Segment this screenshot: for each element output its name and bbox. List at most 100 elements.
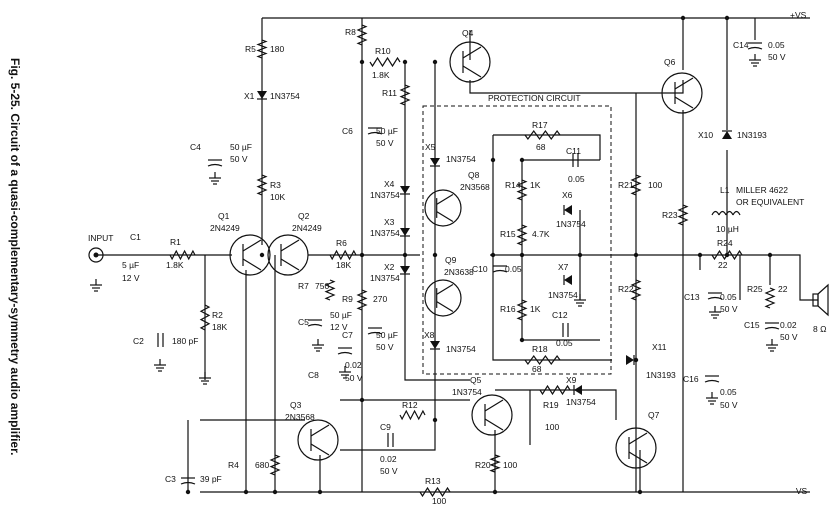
capacitor-value-c10: 0.05 (505, 264, 522, 274)
transistor-lead (310, 424, 330, 437)
resistor-ref-r9: R9 (342, 294, 353, 304)
junction-dot (402, 252, 408, 258)
resistor-body (489, 454, 501, 473)
transistor-body (615, 427, 657, 469)
diode (573, 385, 582, 395)
resistor-ref-r17: R17 (532, 120, 548, 130)
wire (492, 135, 612, 361)
transistor-lead (310, 443, 330, 456)
wire (495, 389, 617, 420)
inductor-coil (732, 210, 741, 216)
resistor-body (677, 204, 689, 226)
diode-body (430, 158, 440, 166)
transistor-lead (484, 399, 504, 412)
diode (563, 205, 572, 215)
ground-symbol (199, 372, 211, 385)
transistor (449, 41, 491, 83)
resistor-value-r10: 1.8K (372, 70, 390, 80)
transistor (471, 394, 513, 436)
resistor-body (256, 39, 268, 59)
resistor-ref-r16: R16 (500, 304, 516, 314)
cap-plate (747, 46, 763, 50)
diode-body (400, 266, 410, 274)
capacitor-voltage-c14: 50 V (768, 52, 786, 62)
capacitor-voltage-c8: 50 V (345, 373, 363, 383)
capacitor (704, 375, 720, 383)
junction-dot (185, 489, 191, 495)
resistor-ref-r10: R10 (375, 46, 391, 56)
capacitor (367, 327, 383, 335)
diode-part-x11: 1N3193 (646, 370, 676, 380)
junction-dot (317, 489, 323, 495)
resistor (516, 179, 528, 201)
junction-dot (359, 59, 365, 65)
transistor-part-q1: 2N4249 (210, 223, 240, 233)
input-jack (88, 247, 104, 263)
diode-ref-x10: X10 (698, 130, 713, 140)
capacitor-ref-c1: C1 (130, 232, 141, 242)
transistor-lead (462, 65, 482, 78)
resistor-value-r16: 1K (530, 304, 541, 314)
resistor (539, 384, 571, 396)
transistor (615, 427, 657, 469)
ground-symbol (312, 339, 324, 352)
ground-symbol (209, 172, 221, 185)
transistor-ref-q7: Q7 (648, 410, 660, 420)
transistor-lead (280, 258, 300, 271)
resistor (524, 129, 561, 141)
resistor (329, 249, 357, 261)
diode-body (574, 385, 582, 395)
junction-dot (243, 489, 249, 495)
inductor-coil (711, 210, 720, 216)
junction-dot (359, 397, 365, 403)
wires (96, 15, 818, 495)
capacitor-value-c5: 50 µF (330, 310, 352, 320)
diode-part-x8: 1N3754 (446, 344, 476, 354)
resistor-body (356, 24, 368, 46)
resistor (169, 249, 196, 261)
capacitor-ref-c13: C13 (684, 292, 700, 302)
capacitor-value-c7: 50 µF (376, 330, 398, 340)
resistor-ref-r3: R3 (270, 180, 281, 190)
resistor (516, 299, 528, 321)
resistor-ref-r19: R19 (543, 400, 559, 410)
diode-part-x1: 1N3754 (270, 91, 300, 101)
resistor (677, 204, 689, 226)
ground-symbol (154, 359, 166, 372)
resistor (256, 174, 268, 196)
transistor-part-q5: 1N3754 (452, 387, 482, 397)
wire (493, 134, 601, 160)
capacitor-voltage-c4: 50 V (230, 154, 248, 164)
inductor-coil (725, 210, 734, 216)
capacitor-voltage-c15: 50 V (780, 332, 798, 342)
resistor (356, 289, 368, 311)
resistor-body (524, 129, 561, 141)
transistor (424, 189, 462, 227)
transistor-ref-q5: Q5 (470, 375, 482, 385)
junction-dot (359, 252, 365, 258)
diode-part-x9: 1N3754 (566, 397, 596, 407)
cap-plate (704, 379, 720, 383)
transistor-body (471, 394, 513, 436)
capacitor-value-c1: 5 µF (122, 260, 139, 270)
capacitor (747, 42, 763, 50)
capacitor-ref-c9: C9 (380, 422, 391, 432)
resistor (269, 454, 281, 476)
transistor-body (449, 41, 491, 83)
resistor-body (329, 249, 357, 261)
diode-body (430, 341, 440, 349)
diode (722, 130, 732, 139)
capacitor-value-c12: 0.05 (556, 338, 573, 348)
resistor-value-r24: 22 (718, 260, 728, 270)
capacitor-value-c6: 50 µF (376, 126, 398, 136)
ground-symbol (706, 392, 718, 405)
cap-plate (207, 163, 223, 167)
capacitor (307, 319, 323, 327)
transistor-body (424, 279, 462, 317)
resistor-body (199, 304, 211, 331)
resistor-value-r25: 22 (778, 284, 788, 294)
resistor-ref-r15: R15 (500, 229, 516, 239)
resistor-body (711, 249, 743, 261)
junction-dot (637, 489, 643, 495)
